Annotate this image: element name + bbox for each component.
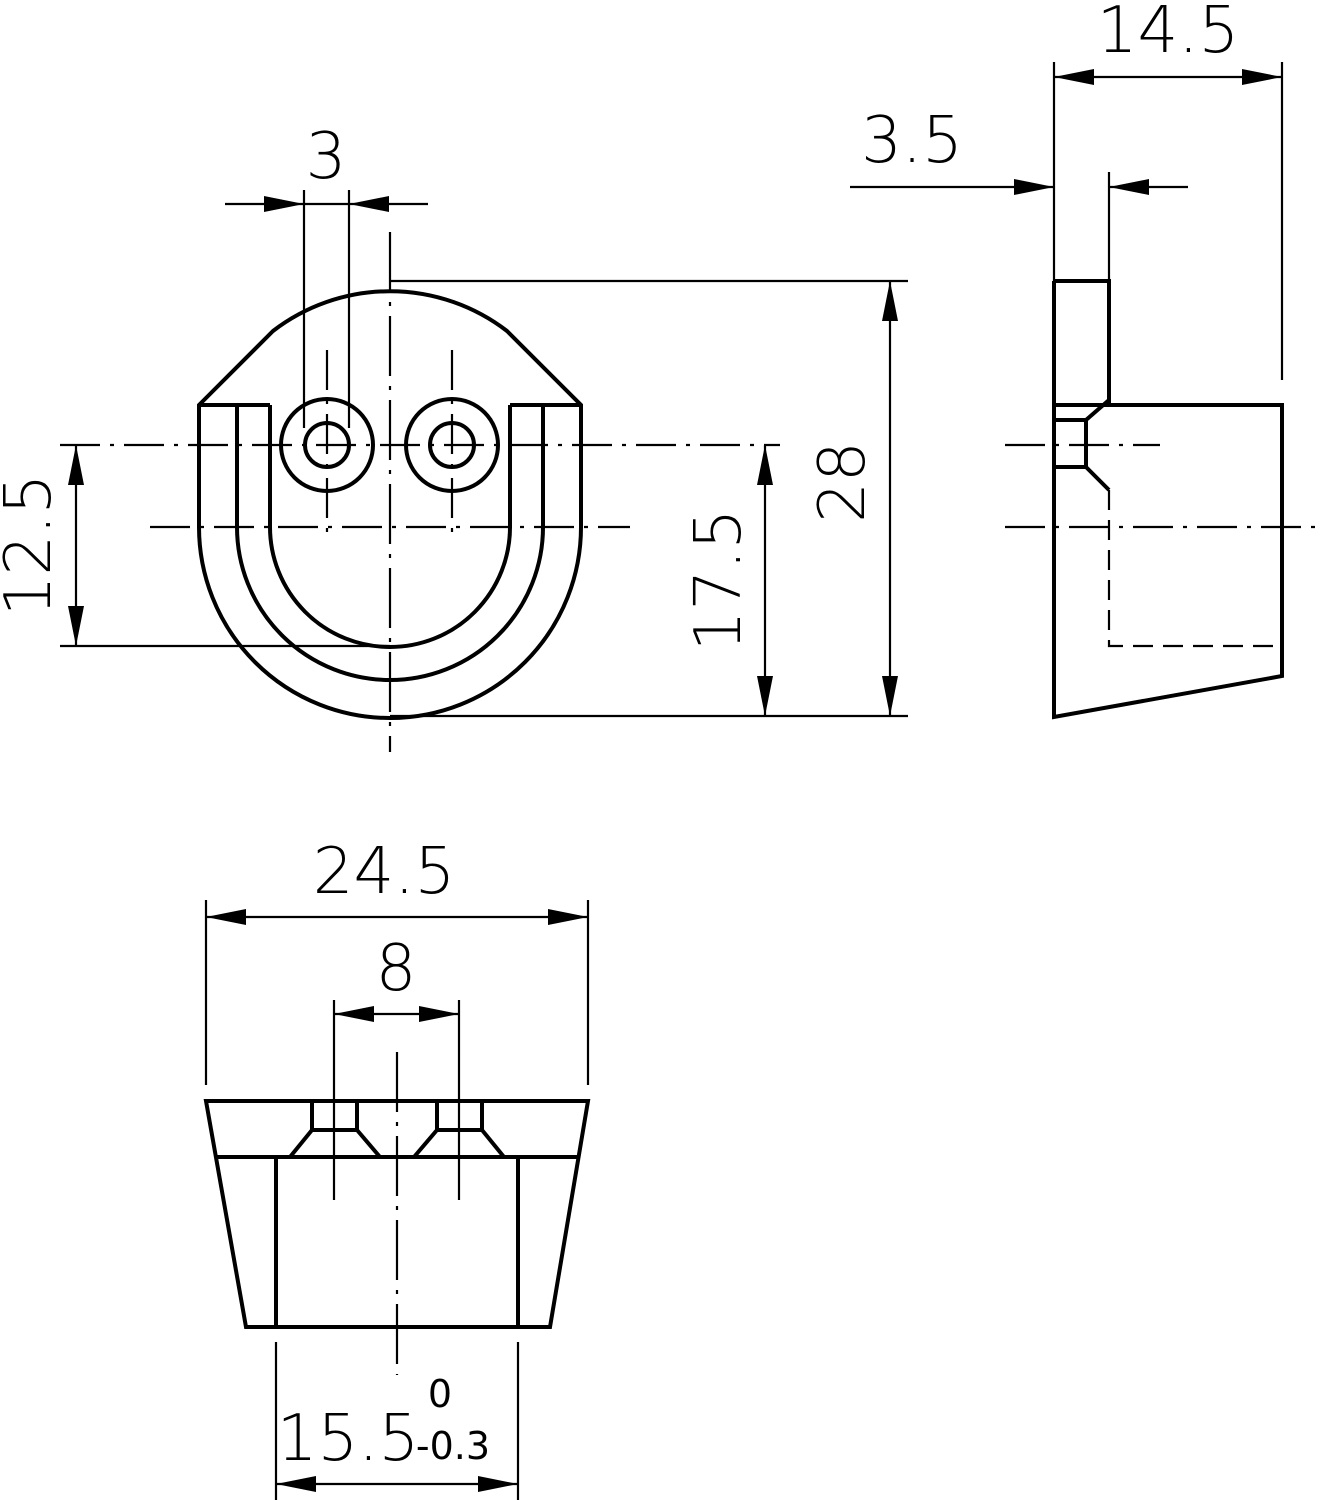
dim-top-width: 14.5 [1097, 0, 1240, 68]
dim-plate-thickness: 3.5 [861, 104, 963, 178]
front-view: 3 28 17.5 12.5 [0, 120, 908, 752]
dim-height: 28 [806, 441, 880, 522]
side-hidden-slot [1107, 490, 1282, 648]
side-body-outline [1052, 281, 1284, 720]
dim-slot-tol-lower: -0.3 [416, 1424, 490, 1468]
dim-height-to-holes: 17.5 [682, 509, 756, 652]
side-view: 14.5 3.5 [850, 0, 1320, 720]
dim-bottom-width: 24.5 [313, 835, 456, 909]
dim-slot-tol-upper: 0 [428, 1372, 452, 1416]
dim-slot-width: 15.5 [277, 1402, 420, 1476]
front-outer-contour [197, 289, 583, 720]
dim-hole-dia: 3 [306, 120, 347, 194]
bottom-outer-contour [203, 1099, 591, 1329]
side-plate [1054, 279, 1111, 407]
bottom-view: 24.5 8 15.5 0 -0.3 [203, 835, 591, 1500]
dim-hole-spacing: 8 [376, 932, 417, 1006]
dim-hole-to-bottom: 12.5 [0, 474, 66, 617]
